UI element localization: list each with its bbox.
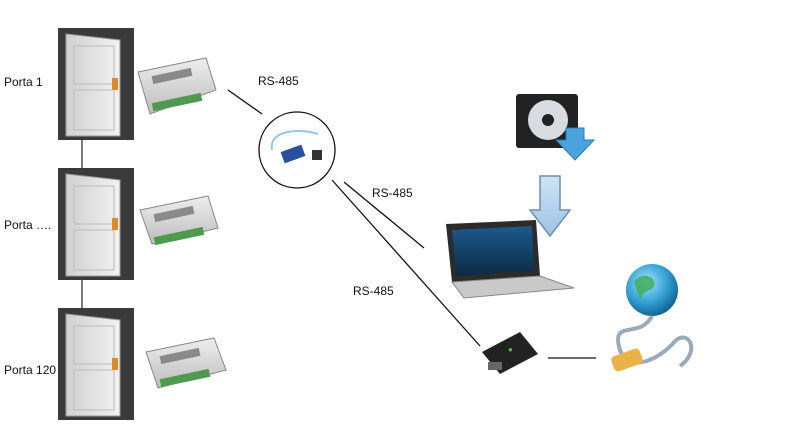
door-1-icon — [58, 28, 134, 140]
ethernet-gateway-icon: ● — [482, 332, 538, 374]
line-controller-to-converter — [227, 89, 263, 115]
door-1-label: Porta 1 — [4, 75, 43, 89]
controller-2-icon — [139, 195, 219, 246]
controller-1-icon — [137, 57, 217, 115]
link-label-top: RS-485 — [258, 74, 299, 88]
usb-rs485-converter-icon — [258, 111, 336, 189]
laptop-icon — [446, 220, 575, 299]
door-2-label: Porta …. — [4, 218, 52, 232]
door-3-label: Porta 120 — [4, 363, 57, 377]
software-install-icon — [516, 94, 596, 161]
globe-network-icon — [611, 264, 694, 372]
controller-3-icon — [145, 337, 227, 389]
svg-text:●: ● — [508, 345, 513, 354]
link-label-mid: RS-485 — [372, 186, 413, 200]
arrow-down-icon — [528, 175, 572, 238]
door-3-icon — [58, 308, 134, 420]
link-label-bottom: RS-485 — [353, 284, 394, 298]
line-converter-to-gateway — [331, 179, 481, 347]
line-converter-to-laptop — [343, 181, 425, 249]
door-2-icon — [58, 168, 134, 280]
